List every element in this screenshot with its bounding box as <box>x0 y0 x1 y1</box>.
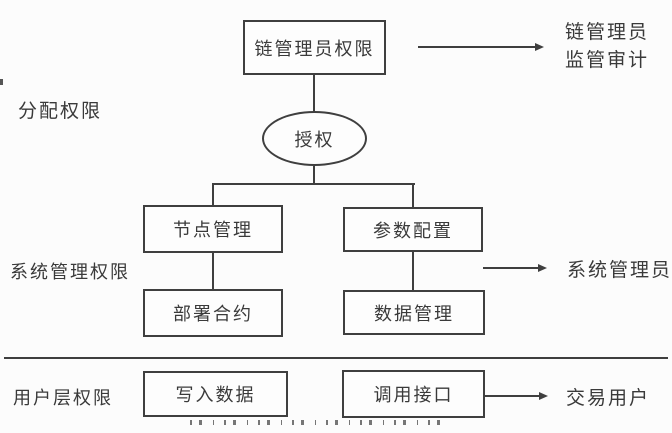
node-call-interface-label: 调用接口 <box>373 385 454 405</box>
branch-drop-left <box>212 183 214 206</box>
connector-authorize-branch <box>313 166 315 184</box>
edge-artifact-speck <box>0 79 3 85</box>
node-write-data: 写入数据 <box>143 371 288 417</box>
arrow-line-to-chain-admin-auditor <box>418 46 536 48</box>
actor-chain-admin-auditor: 链管理员 监管审计 <box>565 19 649 75</box>
arrow-head-icon <box>535 43 544 51</box>
node-authorize-label: 授权 <box>294 129 335 150</box>
node-authorize: 授权 <box>262 111 367 166</box>
arrow-line-to-transaction-user <box>485 395 540 397</box>
arrow-head-icon <box>538 264 547 272</box>
node-write-data-label: 写入数据 <box>175 385 256 405</box>
connector-paramconfig-datamgmt <box>412 252 414 290</box>
connector-chainadmin-authorize <box>313 75 315 112</box>
row-label-system-mgmt-permission: 系统管理权限 <box>10 262 130 282</box>
node-data-management-label: 数据管理 <box>374 303 454 324</box>
row-label-user-layer-permission: 用户层权限 <box>13 388 113 408</box>
arrow-line-to-system-admin <box>483 267 539 269</box>
actor-transaction-user: 交易用户 <box>566 388 651 409</box>
actor-system-admin: 系统管理员 <box>567 260 672 281</box>
branch-horizontal-line <box>212 183 415 185</box>
clipped-caption-fragments <box>190 420 445 425</box>
arrow-head-icon <box>539 392 548 400</box>
section-divider-line <box>4 357 668 359</box>
node-call-interface: 调用接口 <box>342 370 485 418</box>
node-chain-admin-permission-label: 链管理员权限 <box>254 38 375 59</box>
node-node-management-label: 节点管理 <box>173 220 253 240</box>
node-chain-admin-permission: 链管理员权限 <box>243 20 386 75</box>
node-deploy-contract-label: 部署合约 <box>173 304 253 324</box>
actor-chain-admin-auditor-line2: 监管审计 <box>565 50 650 71</box>
node-parameter-config: 参数配置 <box>343 207 483 252</box>
branch-drop-right <box>412 183 414 208</box>
node-data-management: 数据管理 <box>343 290 485 335</box>
node-deploy-contract: 部署合约 <box>143 289 283 337</box>
actor-chain-admin-auditor-line1: 链管理员 <box>565 22 650 43</box>
node-parameter-config-label: 参数配置 <box>373 220 453 241</box>
row-label-assign-permission: 分配权限 <box>18 101 103 122</box>
connector-nodemgmt-deploy <box>212 253 214 289</box>
node-node-management: 节点管理 <box>143 205 283 253</box>
